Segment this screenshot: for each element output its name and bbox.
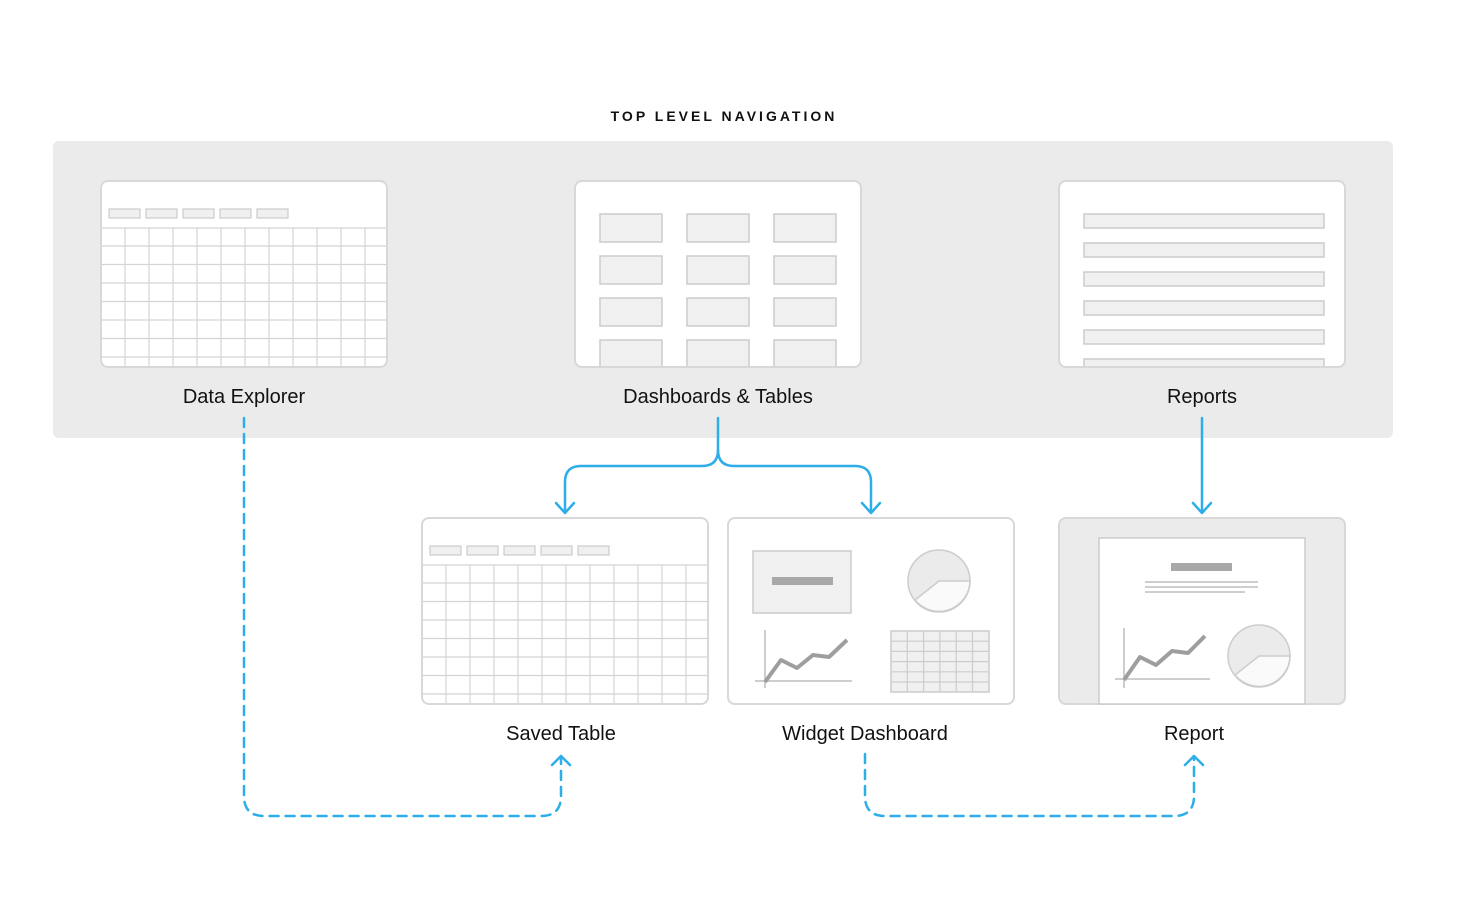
- saved-table-thumbnail[interactable]: [421, 517, 709, 705]
- line-chart-icon: [1115, 628, 1210, 688]
- nav-label-reports[interactable]: Reports: [1166, 386, 1238, 408]
- widget-dashboard-thumbnail[interactable]: [727, 517, 1015, 705]
- nav-label-dashboards-tables[interactable]: Dashboards & Tables: [623, 386, 813, 408]
- reports-thumbnail[interactable]: [1058, 180, 1346, 373]
- destination-label-widget-dashboard[interactable]: Widget Dashboard: [782, 723, 948, 745]
- dashed-arrow-dashboard-to-report: [863, 752, 1205, 818]
- line-chart-icon: [755, 630, 852, 688]
- branch-arrow-dashboards: [554, 416, 882, 515]
- dashboards-tables-thumbnail[interactable]: [574, 180, 862, 368]
- section-title: TOP LEVEL NAVIGATION: [610, 108, 838, 124]
- report-thumbnail[interactable]: [1058, 517, 1346, 705]
- arrow-reports-to-report: [1191, 416, 1213, 515]
- nav-label-data-explorer[interactable]: Data Explorer: [182, 386, 306, 408]
- destination-label-saved-table[interactable]: Saved Table: [506, 723, 616, 745]
- dashed-arrow-explorer-to-saved-table: [242, 416, 572, 818]
- data-explorer-thumbnail[interactable]: [100, 180, 388, 368]
- mini-table-icon: [890, 630, 990, 693]
- pie-chart-icon: [1227, 624, 1291, 688]
- destination-label-report[interactable]: Report: [1163, 723, 1225, 745]
- pie-chart-icon: [907, 549, 971, 613]
